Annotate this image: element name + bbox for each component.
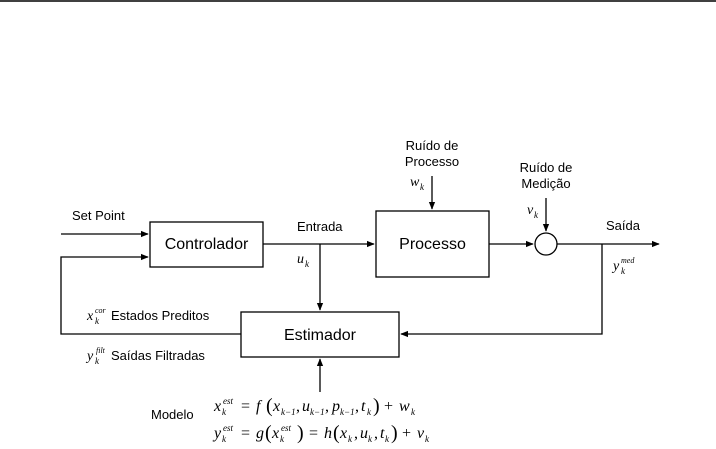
svg-text:k: k [305, 259, 310, 269]
svg-text:k: k [368, 434, 373, 444]
svg-text:est: est [223, 396, 233, 406]
svg-text:x: x [339, 425, 347, 442]
svg-text:k−1: k−1 [340, 407, 355, 417]
svg-text:k: k [621, 266, 626, 276]
process-noise-label-line2: Processo [405, 154, 459, 169]
svg-text:): ) [373, 395, 380, 417]
svg-text:,: , [355, 398, 359, 415]
svg-text:): ) [297, 422, 304, 444]
process-block: Processo [376, 211, 489, 277]
svg-text:k: k [534, 210, 539, 220]
svg-text:t: t [361, 398, 366, 415]
filtered-outputs-label: Saídas Filtradas [111, 348, 205, 363]
svg-text:=: = [241, 425, 250, 442]
summing-junction [535, 233, 557, 255]
svg-text:=: = [309, 425, 318, 442]
svg-text:h: h [324, 425, 332, 442]
controller-label: Controlador [165, 236, 249, 253]
measurement-noise-label-line2: Medição [521, 176, 570, 191]
svg-text:k: k [367, 407, 372, 417]
svg-text:y: y [212, 425, 222, 442]
process-noise-label-line1: Ruído de [406, 138, 459, 153]
svg-text:(: ( [266, 395, 273, 417]
svg-text:,: , [354, 425, 358, 442]
svg-text:k: k [280, 434, 285, 444]
symbol-y-filt: y k filt [85, 346, 106, 366]
svg-text:k: k [411, 407, 416, 417]
symbol-v-k: v k [527, 203, 539, 220]
svg-text:p: p [331, 398, 340, 415]
symbol-u-k: u k [297, 252, 310, 269]
symbol-w-k: w k [410, 175, 425, 192]
svg-text:k: k [348, 434, 353, 444]
svg-text:): ) [391, 422, 398, 444]
input-label: Entrada [297, 219, 343, 234]
svg-text:w: w [399, 398, 410, 415]
svg-text:u: u [297, 252, 304, 267]
svg-text:u: u [360, 425, 368, 442]
svg-text:est: est [223, 423, 233, 433]
svg-text:v: v [527, 203, 534, 218]
svg-text:v: v [417, 425, 425, 442]
svg-text:w: w [410, 175, 420, 190]
symbol-y-med: y k med [611, 256, 635, 276]
svg-text:k: k [420, 182, 425, 192]
symbol-x-cor: x k cor [86, 306, 107, 326]
svg-text:f: f [256, 398, 263, 415]
process-label: Processo [399, 236, 466, 253]
svg-text:=: = [241, 398, 250, 415]
svg-text:+: + [384, 398, 393, 415]
svg-text:+: + [402, 425, 411, 442]
svg-text:u: u [302, 398, 310, 415]
svg-text:(: ( [333, 422, 340, 444]
svg-text:k: k [425, 434, 430, 444]
svg-text:cor: cor [95, 306, 107, 315]
svg-text:,: , [374, 425, 378, 442]
svg-text:x: x [86, 309, 94, 324]
output-equation: y est k = g ( x est k ) = h ( x k , u k … [212, 422, 430, 444]
predicted-states-label: Estados Preditos [111, 308, 210, 323]
svg-text:med: med [621, 256, 635, 265]
svg-text:filt: filt [96, 346, 106, 355]
svg-text:k: k [95, 356, 100, 366]
svg-text:,: , [325, 398, 329, 415]
svg-text:x: x [213, 398, 221, 415]
svg-text:k−1: k−1 [281, 407, 296, 417]
svg-text:k−1: k−1 [310, 407, 325, 417]
set-point-label: Set Point [72, 208, 125, 223]
svg-text:g: g [256, 425, 264, 442]
svg-text:k: k [222, 407, 227, 417]
svg-text:y: y [611, 259, 620, 274]
svg-text:k: k [385, 434, 390, 444]
state-equation: x est k = f ( x k−1 , u k−1 , p k−1 , t … [213, 395, 416, 417]
svg-text:x: x [271, 425, 279, 442]
svg-text:k: k [95, 316, 100, 326]
measurement-noise-label-line1: Ruído de [520, 160, 573, 175]
controller-block: Controlador [150, 222, 263, 267]
svg-text:k: k [222, 434, 227, 444]
svg-text:,: , [296, 398, 300, 415]
output-label: Saída [606, 218, 641, 233]
estimator-block: Estimador [241, 312, 399, 357]
svg-text:(: ( [265, 422, 272, 444]
svg-text:x: x [272, 398, 280, 415]
svg-text:est: est [281, 423, 291, 433]
svg-text:y: y [85, 349, 94, 364]
estimator-label: Estimador [284, 327, 357, 344]
model-label: Modelo [151, 407, 194, 422]
